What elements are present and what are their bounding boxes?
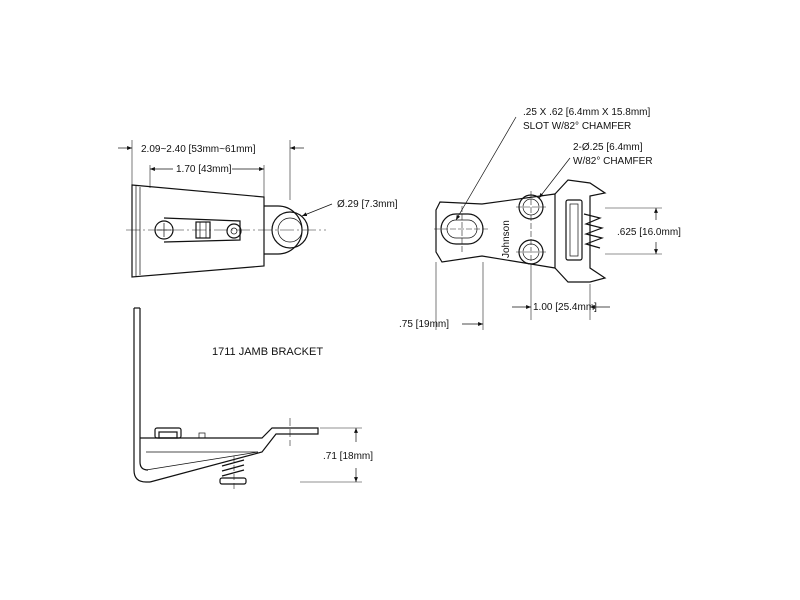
leader-holes (538, 157, 571, 199)
dim-overall-width: 2.09~2.40 [53mm~61mm] (141, 144, 256, 155)
brand-text: Johnson (501, 220, 512, 258)
top-view: 2.09~2.40 [53mm~61mm] 1.70 [43mm] Ø.29 [… (118, 140, 398, 278)
latch-housing (554, 179, 607, 283)
leader-slot (455, 116, 517, 221)
base-bracket (140, 427, 319, 483)
bracket-body-top (131, 184, 265, 278)
roller (226, 223, 242, 239)
dim-hole-dia: Ø.29 [7.3mm] (337, 199, 398, 210)
dim-body-width: 1.70 [43mm] (176, 164, 232, 175)
jamb-leg (133, 308, 150, 483)
spring (221, 459, 245, 477)
dim-slot: .25 X .62 [6.4mm X 15.8mm] (523, 107, 650, 118)
dim-offset-75: .75 [19mm] (399, 319, 449, 330)
slot-track (163, 217, 241, 243)
latch-spring (583, 213, 605, 249)
roller-body (565, 199, 583, 261)
leader-hole-dia (301, 203, 333, 217)
dim-holes: 2-Ø.25 [6.4mm] (573, 142, 643, 153)
dim-spacing-100: 1.00 [25.4mm] (533, 302, 597, 313)
dim-slot-chamfer: SLOT W/82° CHAMFER (523, 121, 631, 132)
side-view: .71 [18mm] (133, 307, 373, 490)
dim-height-625: .625 [16.0mm] (617, 227, 681, 238)
bottom-view: Johnson .625 [16.0mm] .75 [19mm] 1.00 [2… (399, 107, 681, 330)
dim-holes-chamfer: W/82° CHAMFER (573, 156, 653, 167)
bracket-plate (435, 193, 556, 269)
drawing-title: 1711 JAMB BRACKET (212, 346, 323, 358)
dim-height-71: .71 [18mm] (323, 451, 373, 462)
